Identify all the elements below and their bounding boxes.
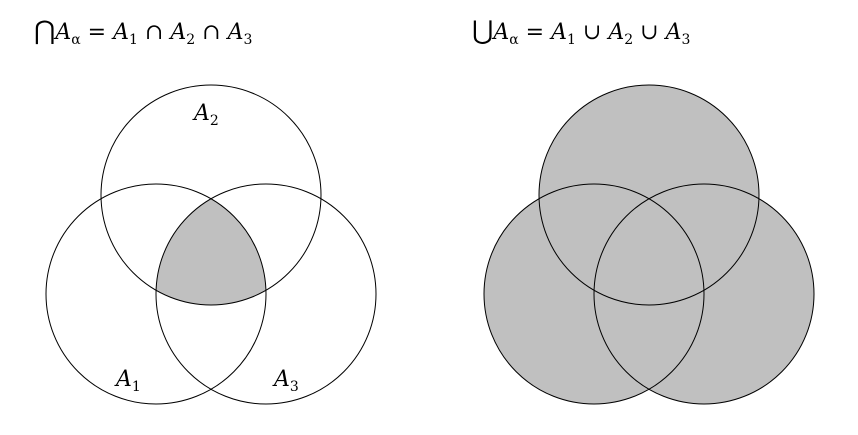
lhs-subscript: α	[71, 32, 81, 48]
lhs-set: A	[55, 20, 72, 45]
set-a1-circle	[45, 183, 267, 405]
term-2: A	[170, 20, 187, 45]
term-3-sub: 3	[243, 32, 253, 48]
term-1-sub: 1	[567, 32, 576, 48]
set-a3-circle	[155, 183, 377, 405]
label-a1: A1	[114, 367, 141, 395]
term-1: A	[551, 20, 567, 45]
label-a3: A3	[272, 367, 299, 395]
term-3: A	[665, 20, 682, 45]
union-set-a2-circle	[538, 84, 760, 306]
big-union-symbol: ⋃	[472, 16, 494, 46]
op-1: ∩	[144, 20, 164, 45]
op-2: ∩	[202, 20, 221, 45]
term-3: A	[227, 20, 244, 45]
term-1: A	[113, 20, 129, 45]
big-intersection-symbol: ⋂	[34, 16, 56, 46]
term-2: A	[608, 20, 625, 45]
union-set-a3-circle	[593, 183, 815, 405]
union-set-a1-circle	[483, 183, 705, 405]
intersection-diagram: A2 A1 A3	[45, 84, 377, 405]
union-formula: ⋃Aα = A1 ∪ A2 ∪ A3	[472, 16, 691, 48]
term-2-sub: 2	[624, 32, 634, 48]
term-2-sub: 2	[186, 32, 196, 48]
op-1: ∪	[582, 20, 602, 45]
term-1-sub: 1	[129, 32, 138, 48]
set-a2-circle	[100, 84, 322, 306]
union-diagram	[483, 84, 815, 405]
lhs-set: A	[493, 20, 510, 45]
label-a2: A2	[192, 101, 219, 129]
term-3-sub: 3	[681, 32, 691, 48]
lhs-subscript: α	[509, 32, 519, 48]
intersection-formula: ⋂Aα = A1 ∩ A2 ∩ A3	[34, 16, 253, 48]
op-2: ∪	[640, 20, 659, 45]
